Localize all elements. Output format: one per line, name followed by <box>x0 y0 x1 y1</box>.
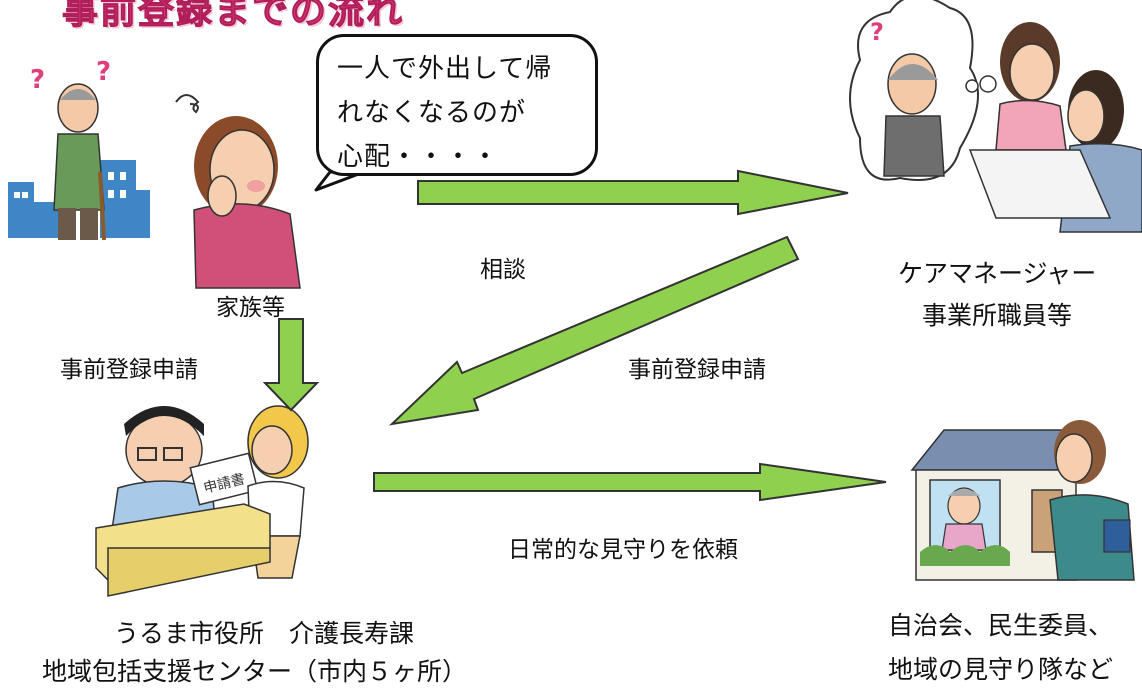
speech-line-2: れなくなるのが <box>337 98 527 128</box>
arrow-care-manager-to-city-office <box>388 235 800 426</box>
worried-family-illustration <box>175 94 301 289</box>
edge-label-pre-registration-care: 事前登録申請 <box>628 357 766 383</box>
speech-line-1: 一人で外出して帰 <box>337 54 553 84</box>
svg-text:?: ? <box>870 18 884 46</box>
care-manager-illustration: ? <box>849 0 1142 233</box>
arrow-city-office-to-community <box>373 462 887 502</box>
city-office-label-2: 地域包括支援センター（市内５ヶ所） <box>42 657 468 686</box>
edge-label-pre-registration-family: 事前登録申請 <box>60 357 198 383</box>
care-manager-label-2: 事業所職員等 <box>922 301 1073 330</box>
edge-label-watch-request: 日常的な見守りを依頼 <box>508 537 738 563</box>
city-office-illustration: 申請書 <box>95 405 309 597</box>
community-watch-illustration <box>910 420 1135 581</box>
speech-bubble: 一人で外出して帰 れなくなるのが 心配・・・・ <box>316 34 598 176</box>
elderly-lost-illustration: ? ? <box>8 57 150 241</box>
arrow-family-to-city-office <box>262 318 320 412</box>
community-label-1: 自治会、民生委員、 <box>888 611 1114 640</box>
family-label: 家族等 <box>216 295 285 321</box>
arrow-family-to-care-manager <box>417 169 849 216</box>
edge-label-consult: 相談 <box>480 257 526 283</box>
svg-text:?: ? <box>30 65 45 95</box>
city-office-label-1: うるま市役所 介護長寿課 <box>114 619 415 648</box>
community-label-2: 地域の見守り隊など <box>888 655 1114 684</box>
care-manager-label-1: ケアマネージャー <box>898 259 1097 288</box>
speech-line-3: 心配・・・・ <box>337 142 500 172</box>
page-title: 事前登録までの流れ <box>61 0 405 33</box>
svg-text:?: ? <box>96 57 111 87</box>
